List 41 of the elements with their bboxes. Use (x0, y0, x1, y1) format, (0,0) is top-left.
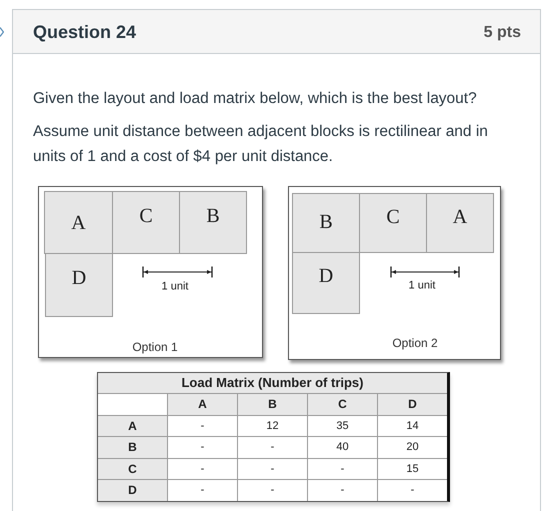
table-cell: - (168, 480, 238, 501)
layout-block: A (426, 193, 494, 253)
column-header: B (238, 394, 308, 416)
row-header: A (98, 416, 168, 437)
question-text: Given the layout and load matrix below, which is the best layout? (33, 89, 478, 109)
table-cell: - (168, 437, 238, 459)
dimension-label: 1 unit (408, 280, 436, 292)
table-title: Load Matrix (Number of trips) (98, 373, 447, 394)
dimension-label: 1 unit (162, 280, 188, 294)
table-cell: - (238, 437, 308, 459)
layout-block: B (292, 193, 360, 253)
table-cell: 12 (238, 416, 308, 437)
table-cell: - (238, 459, 308, 480)
column-header: A (168, 394, 238, 416)
layout-block: D (45, 253, 113, 317)
table-cell: 35 (308, 416, 378, 437)
layout-block: D (292, 252, 360, 314)
layout-block: A (44, 191, 113, 254)
column-header: C (308, 394, 378, 416)
column-header: D (378, 394, 447, 416)
table-cell: 20 (378, 437, 447, 459)
table-cell: 40 (308, 437, 378, 459)
row-header: C (98, 459, 168, 480)
layout-block: C (112, 191, 180, 254)
row-header: D (98, 480, 168, 501)
table-cell: - (168, 459, 238, 480)
option-caption: Option 2 (392, 336, 438, 350)
table-cell: 14 (378, 416, 447, 437)
points-value: 5 pts (484, 23, 521, 43)
table-cell: 15 (378, 459, 447, 480)
table-cell: - (168, 416, 238, 437)
question-text: Assume unit distance between adjacent blocks is rectilinear and in units of 1 and a cost of $4 per unit distance. (33, 122, 489, 167)
table-cell: - (308, 480, 378, 501)
table-cell: - (238, 480, 308, 501)
layout-block: C (359, 193, 427, 253)
question-title: Question 24 (33, 21, 136, 43)
table-cell-text: - (410, 483, 416, 498)
table-cell: - (308, 459, 378, 480)
row-header: B (98, 437, 168, 459)
option-caption: Option 1 (132, 340, 178, 354)
layout-block: B (179, 191, 247, 254)
